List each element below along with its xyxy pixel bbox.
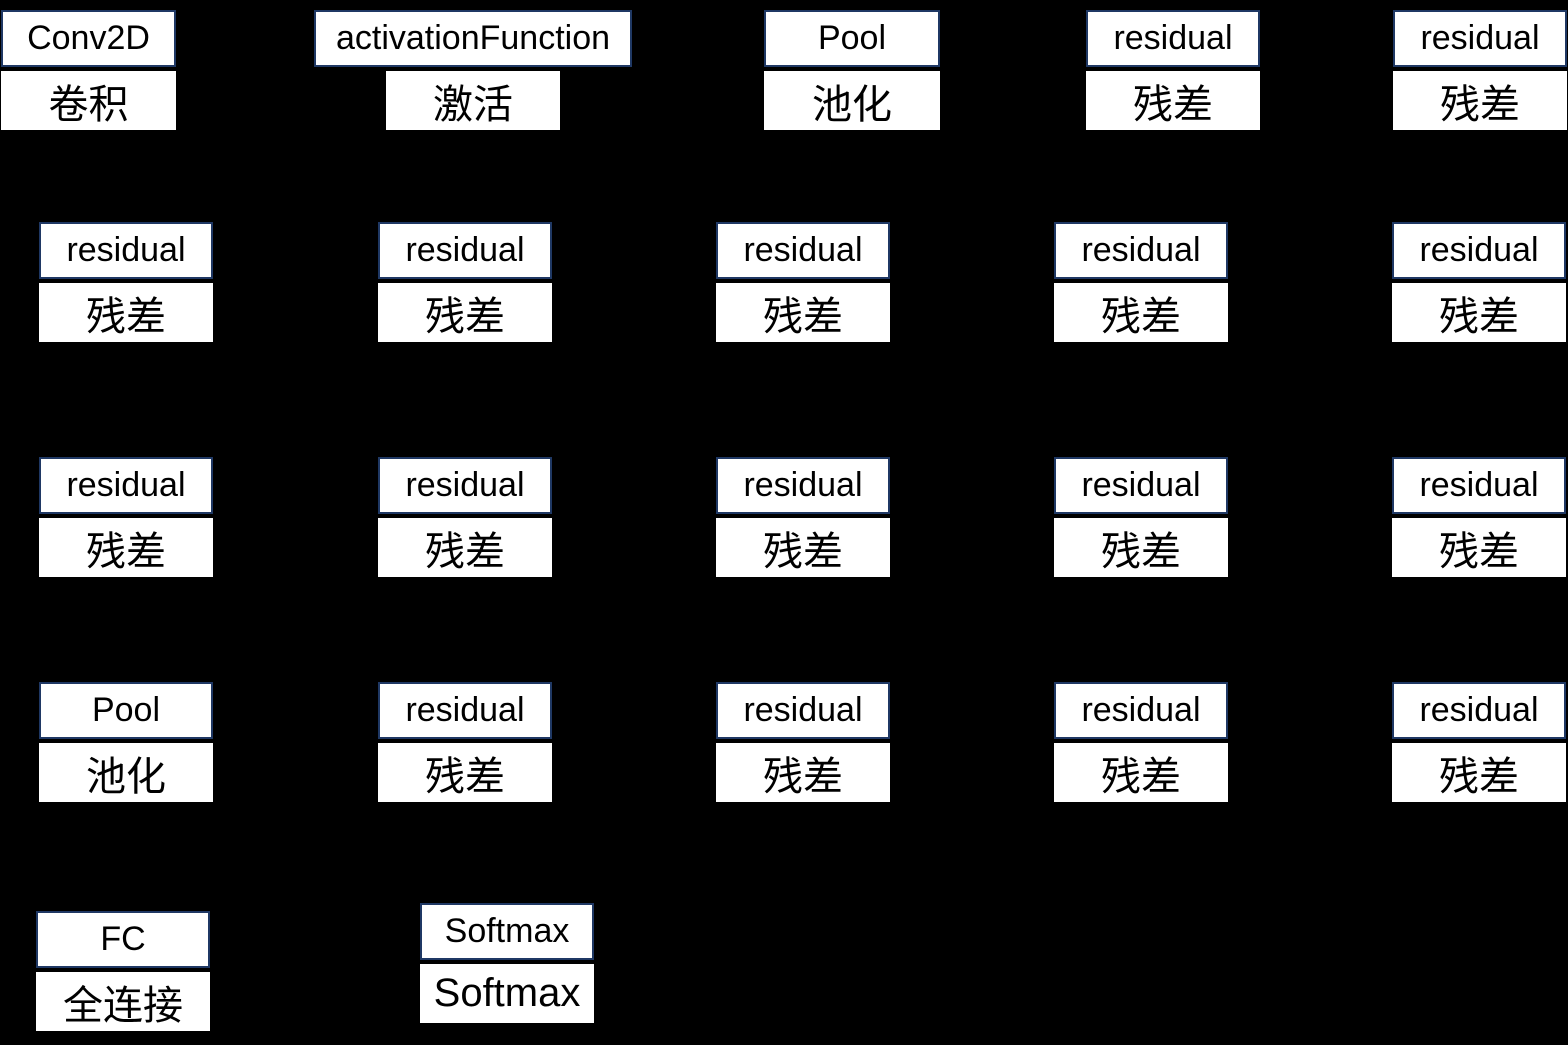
node-residual-r2c3: residual 残差: [716, 222, 890, 342]
residual-zh-label: 残差: [1392, 283, 1566, 342]
residual-zh-label: 残差: [716, 518, 890, 577]
residual-en-label: residual: [716, 222, 890, 279]
residual-en-label: residual: [1086, 10, 1260, 67]
residual-zh-label: 残差: [378, 518, 552, 577]
pool-zh-label: 池化: [764, 71, 940, 130]
softmax-en-label: Softmax: [420, 903, 594, 960]
activation-zh-label: 激活: [386, 71, 560, 130]
node-residual-r3c3: residual 残差: [716, 457, 890, 577]
residual-zh-label: 残差: [1392, 518, 1566, 577]
node-residual-r2c2: residual 残差: [378, 222, 552, 342]
softmax-zh-label: Softmax: [420, 964, 594, 1023]
node-residual-r3c1: residual 残差: [39, 457, 213, 577]
residual-zh-label: 残差: [1086, 71, 1260, 130]
residual-zh-label: 残差: [39, 283, 213, 342]
pool-zh-label: 池化: [39, 743, 213, 802]
residual-en-label: residual: [1392, 222, 1566, 279]
node-residual-r4c2: residual 残差: [378, 682, 552, 802]
node-residual-r3c2: residual 残差: [378, 457, 552, 577]
node-fc: FC 全连接: [36, 911, 210, 1031]
node-activation-function: activationFunction 激活: [314, 10, 632, 130]
node-residual-r4c5: residual 残差: [1392, 682, 1566, 802]
residual-zh-label: 残差: [39, 518, 213, 577]
residual-zh-label: 残差: [1054, 743, 1228, 802]
node-residual-r1c4: residual 残差: [1086, 10, 1260, 130]
residual-en-label: residual: [378, 222, 552, 279]
node-residual-r2c4: residual 残差: [1054, 222, 1228, 342]
residual-zh-label: 残差: [378, 283, 552, 342]
residual-zh-label: 残差: [1054, 518, 1228, 577]
residual-en-label: residual: [378, 682, 552, 739]
pool-en-label: Pool: [39, 682, 213, 739]
node-pool-r1: Pool 池化: [764, 10, 940, 130]
residual-en-label: residual: [1054, 222, 1228, 279]
activation-en-label: activationFunction: [314, 10, 632, 67]
residual-en-label: residual: [716, 457, 890, 514]
residual-en-label: residual: [1054, 457, 1228, 514]
residual-en-label: residual: [1392, 682, 1566, 739]
node-conv2d: Conv2D 卷积: [1, 10, 176, 130]
node-residual-r4c4: residual 残差: [1054, 682, 1228, 802]
pool-en-label: Pool: [764, 10, 940, 67]
node-residual-r3c5: residual 残差: [1392, 457, 1566, 577]
residual-zh-label: 残差: [378, 743, 552, 802]
residual-en-label: residual: [716, 682, 890, 739]
conv2d-zh-label: 卷积: [1, 71, 176, 130]
residual-en-label: residual: [39, 457, 213, 514]
node-residual-r4c3: residual 残差: [716, 682, 890, 802]
fc-en-label: FC: [36, 911, 210, 968]
residual-en-label: residual: [1054, 682, 1228, 739]
node-pool-r4: Pool 池化: [39, 682, 213, 802]
conv2d-en-label: Conv2D: [1, 10, 176, 67]
residual-zh-label: 残差: [716, 283, 890, 342]
node-softmax: Softmax Softmax: [420, 903, 594, 1023]
residual-zh-label: 残差: [1392, 743, 1566, 802]
residual-zh-label: 残差: [716, 743, 890, 802]
fc-zh-label: 全连接: [36, 972, 210, 1031]
node-residual-r2c1: residual 残差: [39, 222, 213, 342]
residual-zh-label: 残差: [1393, 71, 1567, 130]
residual-en-label: residual: [1393, 10, 1567, 67]
node-residual-r1c5: residual 残差: [1393, 10, 1567, 130]
residual-en-label: residual: [1392, 457, 1566, 514]
residual-zh-label: 残差: [1054, 283, 1228, 342]
node-residual-r2c5: residual 残差: [1392, 222, 1566, 342]
residual-en-label: residual: [39, 222, 213, 279]
node-residual-r3c4: residual 残差: [1054, 457, 1228, 577]
residual-en-label: residual: [378, 457, 552, 514]
